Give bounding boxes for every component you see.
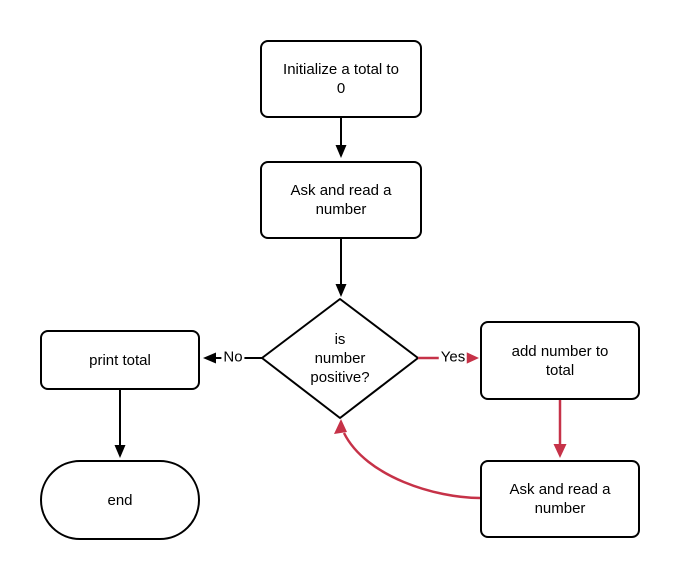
arrowhead-print-to-end (114, 445, 126, 458)
node-initialize-total: Initialize a total to 0 (260, 40, 422, 118)
node-end-label: end (107, 491, 133, 509)
edge-label-no: No (221, 348, 245, 366)
node-add-number-to-total-label: add number to total (511, 342, 609, 379)
node-print-total-label: print total (89, 351, 151, 369)
node-initialize-total-label: Initialize a total to 0 (283, 61, 399, 97)
node-ask-read-number-top-label: Ask and read a number (290, 182, 392, 218)
node-decision-is-number-positive: is number positive? (261, 298, 419, 419)
arrowhead-no-to-print (203, 352, 216, 364)
node-decision-label: is number positive? (310, 331, 370, 386)
arrowhead-init-to-read (335, 145, 347, 158)
arrowhead-add-to-read-loop (553, 444, 567, 458)
edge-loop-back-to-decision (342, 432, 481, 500)
arrowhead-yes-to-add (466, 352, 479, 364)
node-ask-read-number-loop-label: Ask and read a number (509, 481, 611, 517)
edge-label-yes: Yes (438, 348, 468, 366)
node-print-total: print total (40, 330, 200, 390)
node-end-terminator: end (40, 460, 200, 540)
arrowhead-loop-to-decision (334, 419, 347, 434)
node-ask-read-number-top: Ask and read a number (260, 161, 422, 239)
arrowhead-read-to-decision (335, 284, 347, 297)
node-ask-read-number-loop: Ask and read a number (480, 460, 640, 538)
node-add-number-to-total: add number to total (480, 321, 640, 400)
decision-diamond-shape (261, 298, 419, 419)
